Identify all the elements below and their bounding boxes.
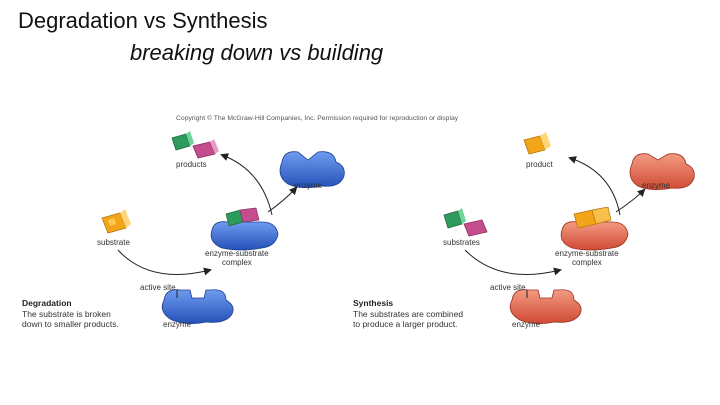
copyright-notice: Copyright © The McGraw-Hill Companies, I… [176,114,459,122]
substrates-label: substrates [443,238,480,247]
degradation-caption-line2: down to smaller products. [22,319,119,329]
degradation-diagram: products enzyme substrate enzyme-substra… [22,131,345,329]
complex-shape-synthesis [560,206,629,251]
enzyme-bottom-label: enzyme [163,320,192,329]
complex-shape [210,207,279,251]
degradation-caption-title: Degradation [22,298,72,308]
enzyme-bottom-label-synthesis: enzyme [512,320,541,329]
substrates-shapes [443,208,488,237]
enzyme-top-label-synthesis: enzyme [642,181,671,190]
products-label: products [176,160,207,169]
complex-label-line1-synthesis: enzyme-substrate [555,249,619,258]
slide-subtitle: breaking down vs building [130,40,384,65]
enzyme-top-label: enzyme [294,181,323,190]
substrate-label: substrate [97,238,130,247]
active-site-label: active site [140,283,176,292]
arrow-complex-to-product [568,156,621,216]
arrow-complex-to-products [220,153,273,216]
products-shapes [171,131,219,159]
enzyme-top-shape-red [629,153,695,190]
slide-title: Degradation vs Synthesis [18,8,268,33]
active-site-label-synthesis: active site [490,283,526,292]
synthesis-caption-line1: The substrates are combined [353,309,463,319]
synthesis-caption-title: Synthesis [353,298,393,308]
synthesis-caption-line2: to produce a larger product. [353,319,457,329]
substrate-shape [101,209,131,234]
arrow-complex-to-enzyme [267,186,298,213]
complex-label-line2: complex [222,258,252,267]
degradation-caption-line1: The substrate is broken [22,309,111,319]
arrow-substrate-to-complex [117,249,212,276]
complex-label-line2-synthesis: complex [572,258,602,267]
arrow-complex-to-enzyme-synthesis [615,188,646,213]
enzyme-bottom-shape-red [509,289,582,324]
enzyme-bottom-shape [161,289,234,324]
synthesis-diagram: product enzyme substrates enzyme-substra… [353,132,695,329]
product-label: product [526,160,553,169]
enzyme-top-shape [279,151,345,188]
product-shape [523,132,551,155]
complex-label-line1: enzyme-substrate [205,249,269,258]
arrow-substrates-to-complex [464,249,562,276]
